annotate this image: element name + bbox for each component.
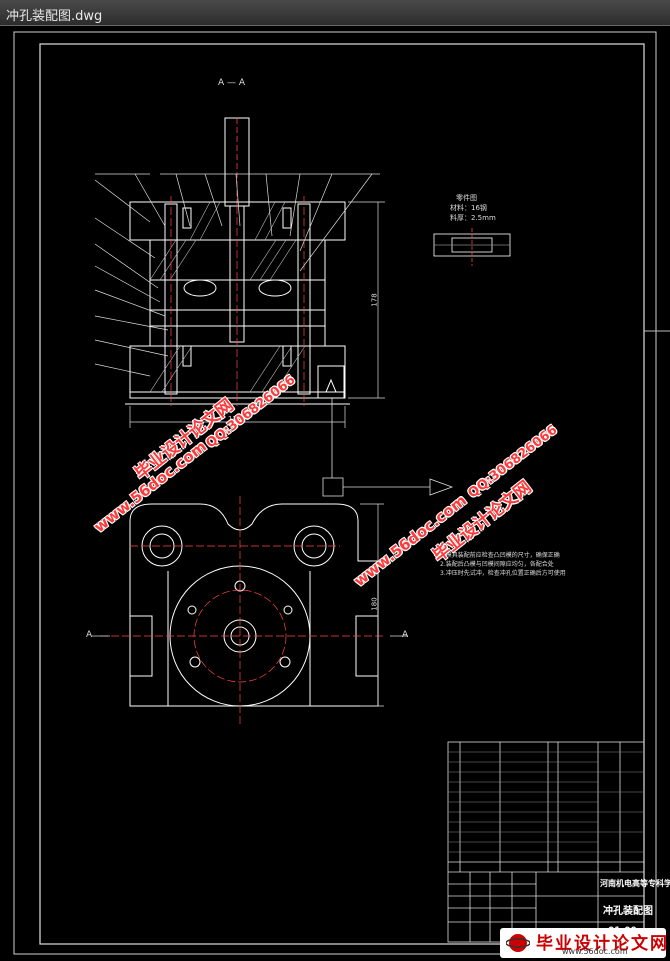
center-lines <box>170 196 305 406</box>
cad-drawing-canvas[interactable]: A — A 178 170 180 A A 零件图 材料：16钢 料厚：2.5m… <box>0 26 670 961</box>
part-name: 零件图 <box>456 194 477 202</box>
tech-note-3: 3.冲压时先试冲，检查冲孔位置正确后方可使用 <box>440 570 566 577</box>
outer-frame <box>13 31 657 955</box>
height-dimension-text: 178 <box>370 293 379 307</box>
plan-dimension-text: 180 <box>370 597 379 611</box>
section-mark-left: A <box>86 630 93 640</box>
dimension-height <box>129 201 385 428</box>
tech-note-1: 1.模具装配前应检查凸凹模的尺寸，确保正确 <box>440 552 560 559</box>
leader-lines-left <box>94 179 169 377</box>
leader-lines-top <box>95 173 380 272</box>
window-title: 冲孔装配图.dwg <box>6 9 103 24</box>
plan-view <box>129 503 379 707</box>
part-sketch <box>433 228 511 266</box>
logo-url: www.56doc.com <box>562 947 628 956</box>
plan-center-lines <box>100 496 385 726</box>
title-block-rows <box>448 751 644 853</box>
section-hatch <box>149 201 306 393</box>
plan-dimension <box>92 503 408 707</box>
tech-note-2: 2.装配后凸模与凹模间隙应均匀，各配合处 <box>440 561 554 568</box>
site-logo: 毕业设计论文网 www.56doc.com <box>500 928 669 958</box>
cad-drawing-svg <box>13 31 670 955</box>
section-mark-right: A <box>402 630 409 640</box>
part-thickness: 料厚：2.5mm <box>450 214 496 222</box>
part-material: 材料：16钢 <box>450 204 487 212</box>
logo-icon <box>506 934 530 952</box>
width-dimension-text: 170 <box>228 415 242 423</box>
logo-text: 毕业设计论文网 <box>536 934 669 954</box>
flow-arrow <box>322 398 454 497</box>
section-view <box>125 117 350 405</box>
title-block-school: 河南机电高等专科学校 <box>600 879 670 888</box>
inner-frame <box>39 43 645 945</box>
section-view-label: A — A <box>218 78 246 88</box>
window-titlebar: 冲孔装配图.dwg <box>0 0 670 26</box>
title-block-drawing-name: 冲孔装配图 <box>603 906 653 917</box>
